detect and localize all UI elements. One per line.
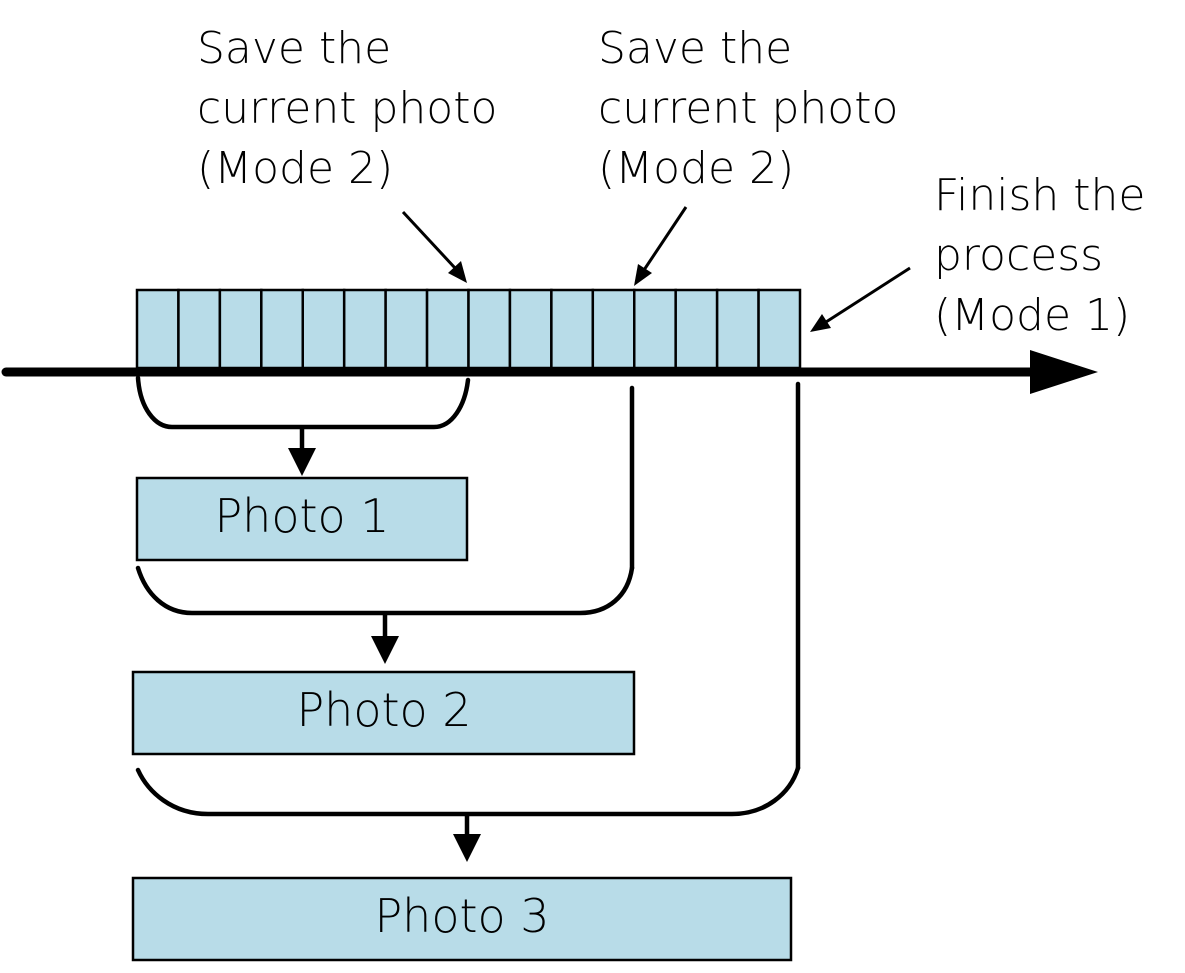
photo-2: Photo 2 (131, 670, 636, 756)
frame-cell (508, 288, 553, 370)
photo-3-label: Photo 3 (374, 889, 549, 943)
annotation-finish-line-1: Finish the (934, 170, 1145, 221)
frame-cell (260, 288, 304, 370)
frame-cell (757, 288, 802, 370)
frame-cell (633, 288, 677, 370)
frame-cell (135, 288, 180, 370)
frame-strip (135, 288, 802, 370)
frame-cell (425, 288, 470, 370)
bracket-1 (135, 375, 471, 476)
photo-1-label: Photo 1 (214, 489, 389, 543)
frame-cell (467, 288, 512, 370)
frame-cell (177, 288, 222, 370)
annotation-save-2-line-2: current photo (598, 83, 898, 134)
annotation-finish-line-2: process (934, 230, 1103, 281)
frame-cell (715, 288, 760, 370)
frame-cell (674, 288, 719, 370)
annotation-save-1-line-1: Save the (197, 23, 391, 74)
pointer-arrow-finish (810, 266, 911, 332)
pointer-arrow-save-2 (634, 206, 688, 286)
annotation-save-2: Save the current photo (Mode 2) (598, 23, 898, 194)
annotation-finish-line-3: (Mode 1) (934, 290, 1130, 341)
timeline-arrowhead (1030, 350, 1098, 394)
annotation-save-1: Save the current photo (Mode 2) (197, 23, 497, 194)
frame-cell (550, 288, 595, 370)
annotation-save-1-line-2: current photo (197, 83, 497, 134)
frame-cell (384, 288, 429, 370)
annotation-finish: Finish the process (Mode 1) (934, 170, 1145, 341)
photo-2-label: Photo 2 (296, 683, 471, 737)
annotation-save-2-line-1: Save the (598, 23, 792, 74)
frame-cell (218, 288, 263, 370)
photo-1: Photo 1 (135, 476, 469, 562)
frame-cell (591, 288, 636, 370)
bracket-2 (135, 385, 635, 664)
annotation-save-1-line-3: (Mode 2) (197, 143, 393, 194)
bracket-3 (135, 381, 801, 862)
pointer-arrow-save-1 (401, 210, 467, 283)
annotation-save-2-line-3: (Mode 2) (598, 143, 794, 194)
frame-cell (342, 288, 387, 370)
frame-cell (301, 288, 346, 370)
timeline-axis (1, 350, 1098, 394)
photo-3: Photo 3 (131, 876, 793, 962)
